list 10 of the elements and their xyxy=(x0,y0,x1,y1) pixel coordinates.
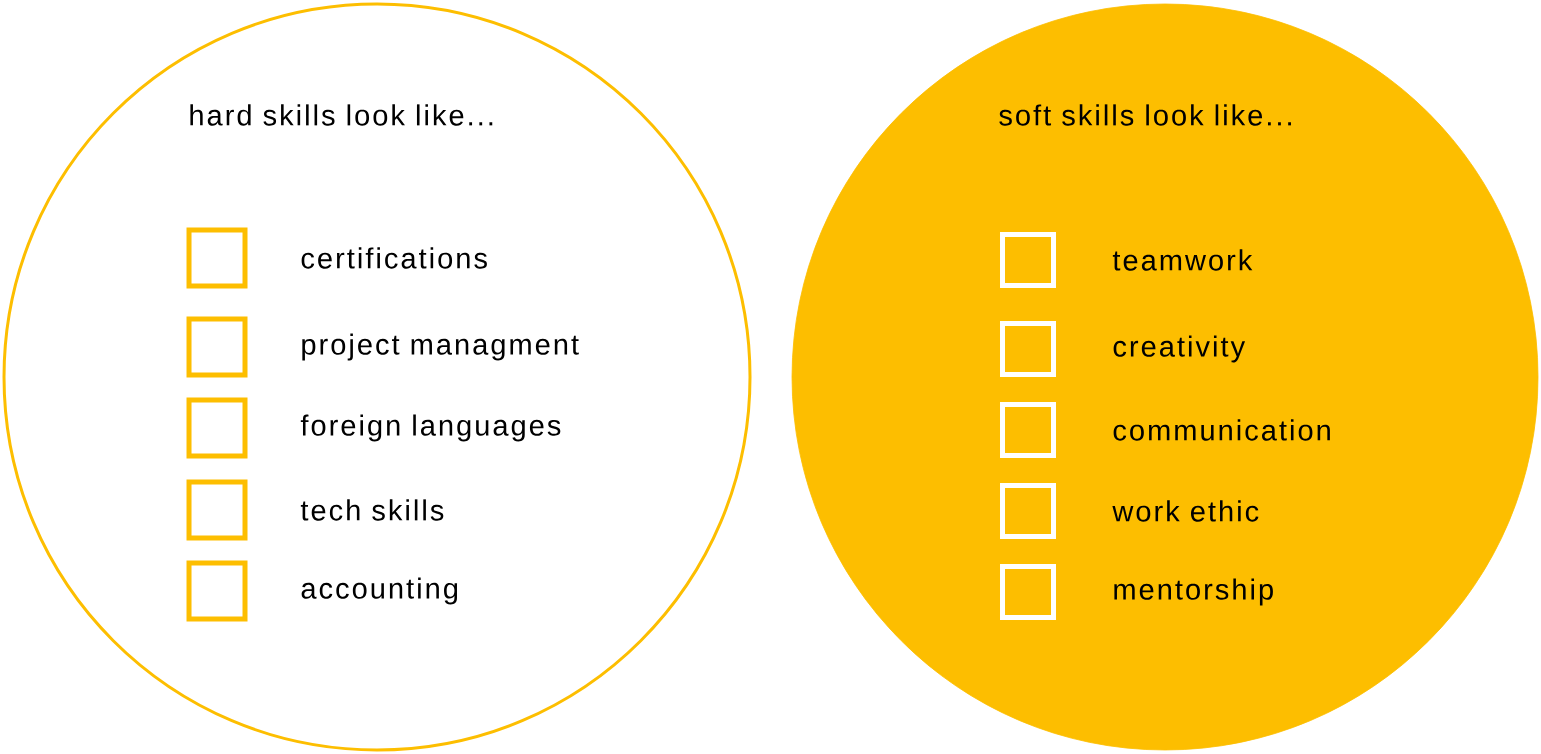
checklist-item: creativity xyxy=(1113,335,1246,363)
checklist-item: accounting xyxy=(301,577,458,605)
checklist-item: tech skills xyxy=(300,499,444,521)
checklist-item: work ethic xyxy=(1112,500,1259,522)
checklist-item: communication xyxy=(1113,419,1330,441)
checklist-item: mentorship xyxy=(1114,578,1273,606)
checklist-item: certifications xyxy=(301,247,487,269)
checklist-item: teamwork xyxy=(1112,249,1253,271)
checklist-item: foreign languages xyxy=(300,414,561,442)
checklist-item: project managment xyxy=(302,333,579,361)
